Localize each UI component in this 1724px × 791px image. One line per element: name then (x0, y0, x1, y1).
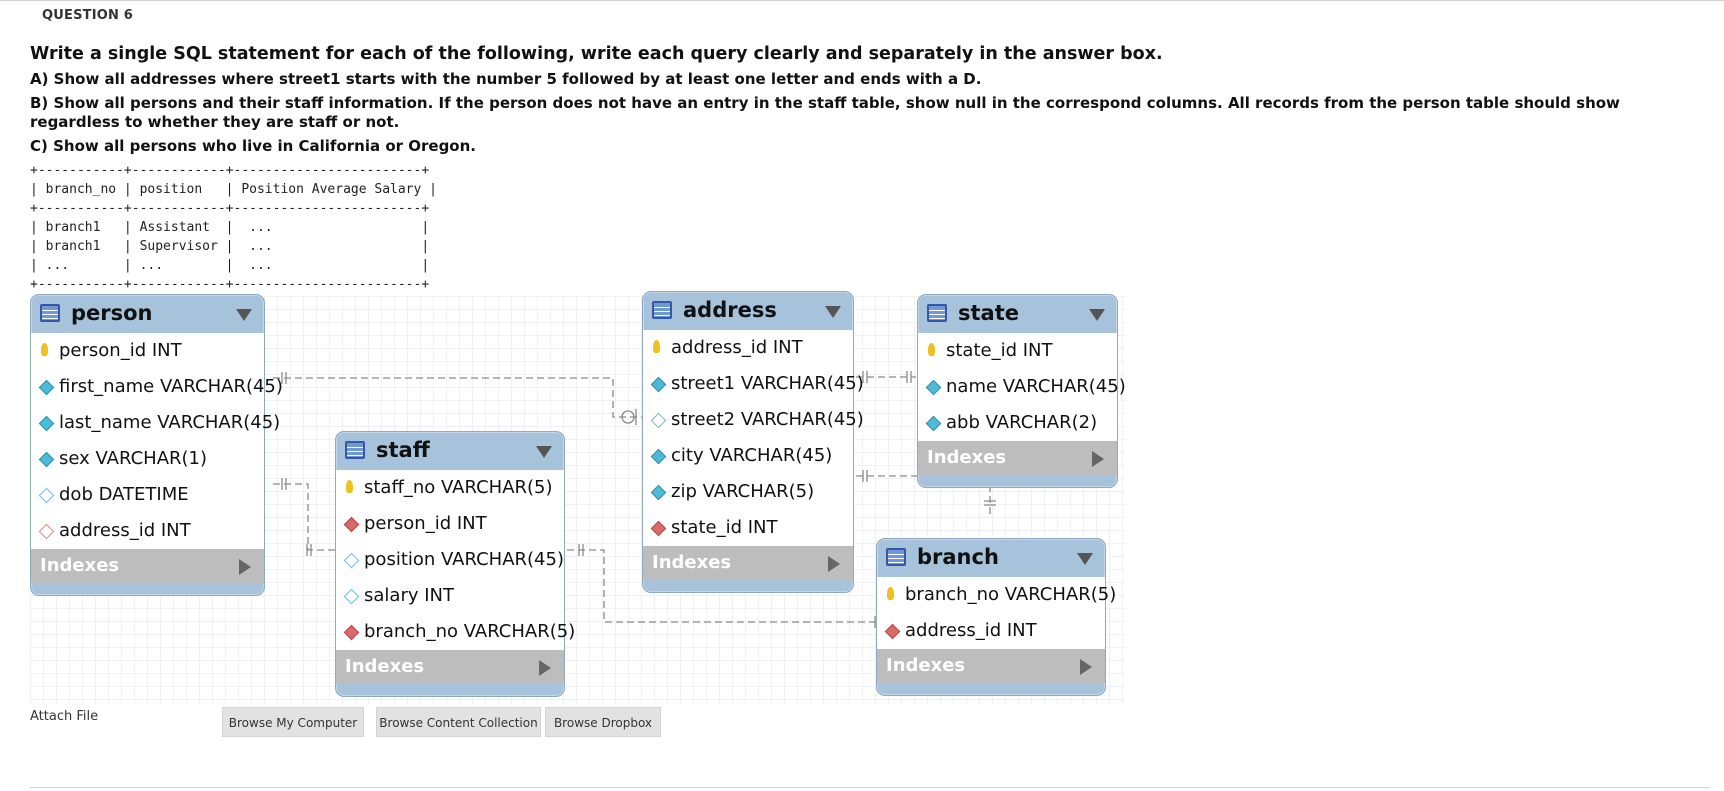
top-divider (0, 0, 1724, 1)
address-indexes-bar[interactable]: Indexes (643, 546, 853, 580)
question-part-c: C) Show all persons who live in Californ… (30, 137, 476, 155)
branch-column[interactable]: branch_no VARCHAR(5) (877, 577, 1116, 613)
browse-dropbox-button[interactable]: Browse Dropbox (545, 707, 661, 737)
column-diamond-icon (925, 379, 942, 396)
staff-table-header[interactable]: staff (336, 432, 564, 470)
primary-key-icon (653, 340, 660, 353)
staff-column[interactable]: staff_no VARCHAR(5) (336, 470, 564, 506)
column-diamond-icon (650, 484, 667, 501)
person-column[interactable]: last_name VARCHAR(45) (31, 405, 280, 441)
column-diamond-icon (650, 412, 667, 429)
expand-arrow-icon[interactable] (1092, 451, 1104, 467)
staff-branch-relationship (567, 549, 885, 623)
question-instruction: Write a single SQL statement for each of… (30, 44, 1163, 64)
table-icon (345, 441, 365, 459)
staff-column[interactable]: position VARCHAR(45) (336, 542, 564, 578)
person-staff-relationship (273, 483, 340, 551)
person-address-relationship (273, 377, 643, 418)
question-label: QUESTION 6 (42, 8, 134, 23)
expand-arrow-icon[interactable] (539, 660, 551, 676)
address-column[interactable]: city VARCHAR(45) (643, 438, 853, 474)
column-diamond-icon (38, 487, 55, 504)
address-column[interactable]: street2 VARCHAR(45) (643, 402, 864, 438)
branch-indexes-bar[interactable]: Indexes (877, 649, 1105, 683)
state-column[interactable]: state_id INT (918, 333, 1117, 369)
column-diamond-icon (38, 415, 55, 432)
state-table[interactable]: state state_id INT name VARCHAR(45) abb … (917, 294, 1126, 488)
dropdown-arrow-icon[interactable] (536, 446, 552, 458)
staff-column[interactable]: branch_no VARCHAR(5) (336, 614, 575, 650)
staff-column[interactable]: salary INT (336, 578, 564, 614)
person-indexes-bar[interactable]: Indexes (31, 549, 264, 583)
expected-output-table: +-----------+------------+--------------… (30, 163, 437, 292)
dropdown-arrow-icon[interactable] (825, 306, 841, 318)
address-column[interactable]: state_id INT (643, 510, 853, 546)
dropdown-arrow-icon[interactable] (1089, 309, 1105, 321)
person-column[interactable]: person_id INT (31, 333, 264, 369)
table-icon (652, 301, 672, 319)
column-diamond-icon (650, 376, 667, 393)
er-diagram: person person_id INT first_name VARCHAR(… (30, 291, 1126, 704)
state-column[interactable]: name VARCHAR(45) (918, 369, 1126, 405)
person-table-title: person (71, 301, 153, 325)
staff-table-title: staff (376, 438, 430, 462)
foreign-key-icon (650, 520, 667, 537)
primary-key-icon (928, 343, 935, 356)
table-icon (927, 304, 947, 322)
address-column[interactable]: street1 VARCHAR(45) (643, 366, 864, 402)
address-table-title: address (683, 298, 777, 322)
person-column[interactable]: sex VARCHAR(1) (31, 441, 264, 477)
branch-table-title: branch (917, 545, 999, 569)
dropdown-arrow-icon[interactable] (236, 309, 252, 321)
column-diamond-icon (343, 552, 360, 569)
foreign-key-icon (343, 516, 360, 533)
table-icon (40, 304, 60, 322)
address-column[interactable]: address_id INT (643, 330, 853, 366)
column-diamond-icon (925, 415, 942, 432)
expand-arrow-icon[interactable] (828, 556, 840, 572)
staff-table[interactable]: staff staff_no VARCHAR(5) person_id INT … (335, 431, 575, 697)
table-icon (886, 548, 906, 566)
primary-key-icon (41, 343, 48, 356)
question-part-b: B) Show all persons and their staff info… (30, 94, 1620, 131)
foreign-key-icon (884, 623, 901, 640)
person-column[interactable]: dob DATETIME (31, 477, 264, 513)
address-table[interactable]: address address_id INT street1 VARCHAR(4… (642, 291, 864, 593)
dropdown-arrow-icon[interactable] (1077, 553, 1093, 565)
primary-key-icon (346, 480, 353, 493)
browse-my-computer-button[interactable]: Browse My Computer (222, 707, 364, 737)
attach-file-label: Attach File (30, 709, 99, 724)
person-column[interactable]: first_name VARCHAR(45) (31, 369, 283, 405)
column-diamond-icon (38, 379, 55, 396)
branch-table[interactable]: branch branch_no VARCHAR(5) address_id I… (876, 538, 1116, 696)
column-diamond-icon (343, 588, 360, 605)
foreign-key-icon (38, 523, 55, 540)
person-column[interactable]: address_id INT (31, 513, 264, 549)
branch-table-header[interactable]: branch (877, 539, 1105, 577)
state-table-title: state (958, 301, 1019, 325)
state-column[interactable]: abb VARCHAR(2) (918, 405, 1117, 441)
staff-indexes-bar[interactable]: Indexes (336, 650, 564, 684)
expand-arrow-icon[interactable] (1080, 659, 1092, 675)
question-prompt: Write a single SQL statement for each of… (30, 44, 1700, 161)
staff-column[interactable]: person_id INT (336, 506, 564, 542)
foreign-key-icon (343, 624, 360, 641)
expand-arrow-icon[interactable] (239, 559, 251, 575)
column-diamond-icon (38, 451, 55, 468)
person-table-header[interactable]: person (31, 295, 264, 333)
browse-content-collection-button[interactable]: Browse Content Collection (376, 707, 541, 737)
state-table-header[interactable]: state (918, 295, 1117, 333)
branch-column[interactable]: address_id INT (877, 613, 1105, 649)
address-column[interactable]: zip VARCHAR(5) (643, 474, 853, 510)
bottom-divider (30, 787, 1710, 788)
primary-key-icon (887, 587, 894, 600)
address-table-header[interactable]: address (643, 292, 853, 330)
question-part-a: A) Show all addresses where street1 star… (30, 70, 982, 88)
person-table[interactable]: person person_id INT first_name VARCHAR(… (30, 294, 283, 596)
state-indexes-bar[interactable]: Indexes (918, 441, 1117, 475)
column-diamond-icon (650, 448, 667, 465)
